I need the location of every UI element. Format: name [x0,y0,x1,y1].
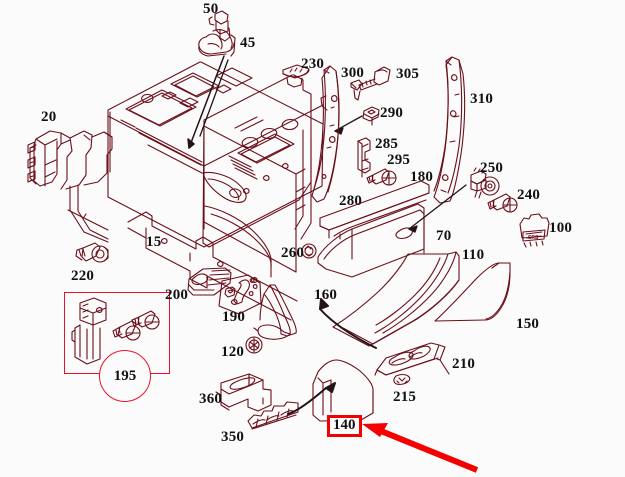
part-15-door-trim-panel [202,74,312,278]
part-label-285: 285 [375,136,399,152]
part-label-230: 230 [301,56,325,72]
part-360-console-part [215,373,272,412]
part-120-grommet [245,336,263,354]
part-70-trim-strip [317,203,425,278]
part-15-lower-sill [127,211,298,321]
part-label-210: 210 [452,356,476,372]
part-195-detail-bracket [71,297,107,365]
part-label-20: 20 [41,109,57,125]
part-190-switch-panel [218,274,262,315]
part-label-360: 360 [199,391,223,407]
part-280-pillar-trim [311,65,340,203]
part-20-bracket [27,130,113,243]
part-180-trim-strip [319,180,430,240]
part-250-fastener [470,167,500,199]
detail-callout-195-label: 195 [113,367,137,384]
part-305-screw [358,66,391,91]
part-295-screw [366,168,397,186]
srs-badge-text: SRS [528,235,539,241]
part-15-inner-panel [107,61,324,248]
leader-line-45b [199,59,229,137]
leader-line-140 [287,382,336,415]
part-290-nut [362,106,380,126]
part-285-bracket [357,137,371,178]
part-260-grommet [301,243,317,259]
part-230-grommet [282,64,310,88]
part-label-110: 110 [462,247,485,263]
part-label-100: 100 [549,220,573,236]
part-label-300: 300 [341,65,365,81]
part-300-cone-clip [350,79,363,101]
highlight-arrow [379,428,479,473]
leader-line-160 [319,298,377,349]
part-50-clip [208,10,231,42]
part-150-corner-panel [434,262,511,322]
part-label-290: 290 [380,105,404,121]
leader-line-70 [408,184,467,233]
part-label-190: 190 [222,309,246,325]
part-215-grommet [393,373,411,386]
part-label-260: 260 [281,245,305,261]
part-200-trim-piece [187,267,232,296]
part-label-150: 150 [516,316,540,332]
part-label-200: 200 [165,287,189,303]
part-label-295: 295 [387,152,411,168]
highlight-arrowhead [362,423,388,437]
part-45-bracket [198,29,236,57]
part-label-70: 70 [436,228,452,244]
part-220-clip [75,242,109,263]
part-100-srs-badge [519,213,550,248]
part-label-310: 310 [470,91,494,107]
part-label-350: 350 [221,429,245,445]
part-label-250: 250 [480,160,504,176]
part-label-280: 280 [339,193,363,209]
part-label-215: 215 [393,389,417,405]
part-310-pillar-trim [433,56,466,204]
part-110-door-liner [332,251,460,347]
part-label-220: 220 [71,268,95,284]
part-160-curved-trim [253,284,297,340]
part-label-180: 180 [410,169,434,185]
leader-line-45 [187,55,225,149]
part-label-50: 50 [203,1,219,17]
highlighted-part-label-140: 140 [327,415,362,437]
part-label-120: 120 [221,344,245,360]
part-210-speaker-grille [374,342,450,376]
part-label-160: 160 [314,287,338,303]
highlighted-part-label-140-text: 140 [333,417,356,433]
part-label-305: 305 [396,66,420,82]
part-350-emblem [247,401,299,430]
part-label-45: 45 [240,35,256,51]
part-240-screw [487,193,518,213]
part-label-240: 240 [517,187,541,203]
detail-callout-195: 195 [99,350,151,402]
part-label-15: 15 [146,234,162,250]
part-195-detail-screws [112,310,160,341]
